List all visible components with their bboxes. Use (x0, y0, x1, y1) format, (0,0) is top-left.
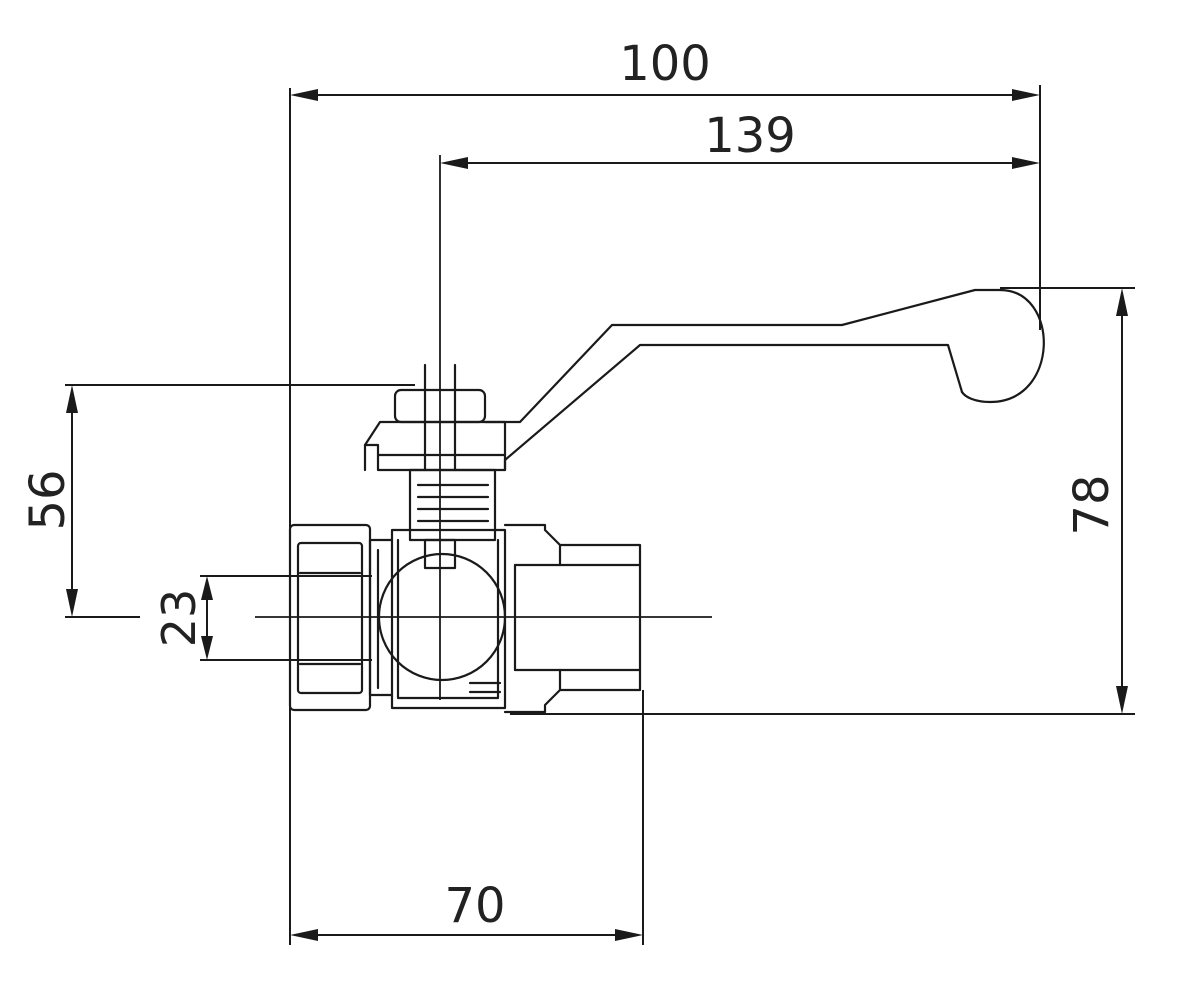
dimension-label-handle-length: 139 (704, 108, 796, 164)
dimension-overall-length: 100 (289, 36, 1041, 715)
dimension-total-height: 78 (510, 287, 1135, 715)
valve-body (288, 288, 1045, 714)
ball-housing (377, 528, 507, 710)
dimension-handle-length: 139 (440, 108, 1040, 169)
dimension-label-bore: 23 (152, 589, 206, 648)
dimension-label-total-height: 78 (1064, 474, 1120, 535)
right-threaded-end (503, 523, 642, 714)
handle-lever (483, 288, 1045, 472)
dimension-label-body-length: 70 (444, 878, 505, 934)
dimension-bore: 23 (152, 575, 372, 661)
dimension-stem-height: 56 (20, 384, 415, 618)
dimension-label-stem-height: 56 (20, 469, 76, 530)
stem-assembly (363, 363, 507, 570)
centerlines (255, 155, 712, 700)
dimension-label-overall-length: 100 (619, 36, 711, 92)
dimension-body-length: 70 (289, 690, 644, 945)
